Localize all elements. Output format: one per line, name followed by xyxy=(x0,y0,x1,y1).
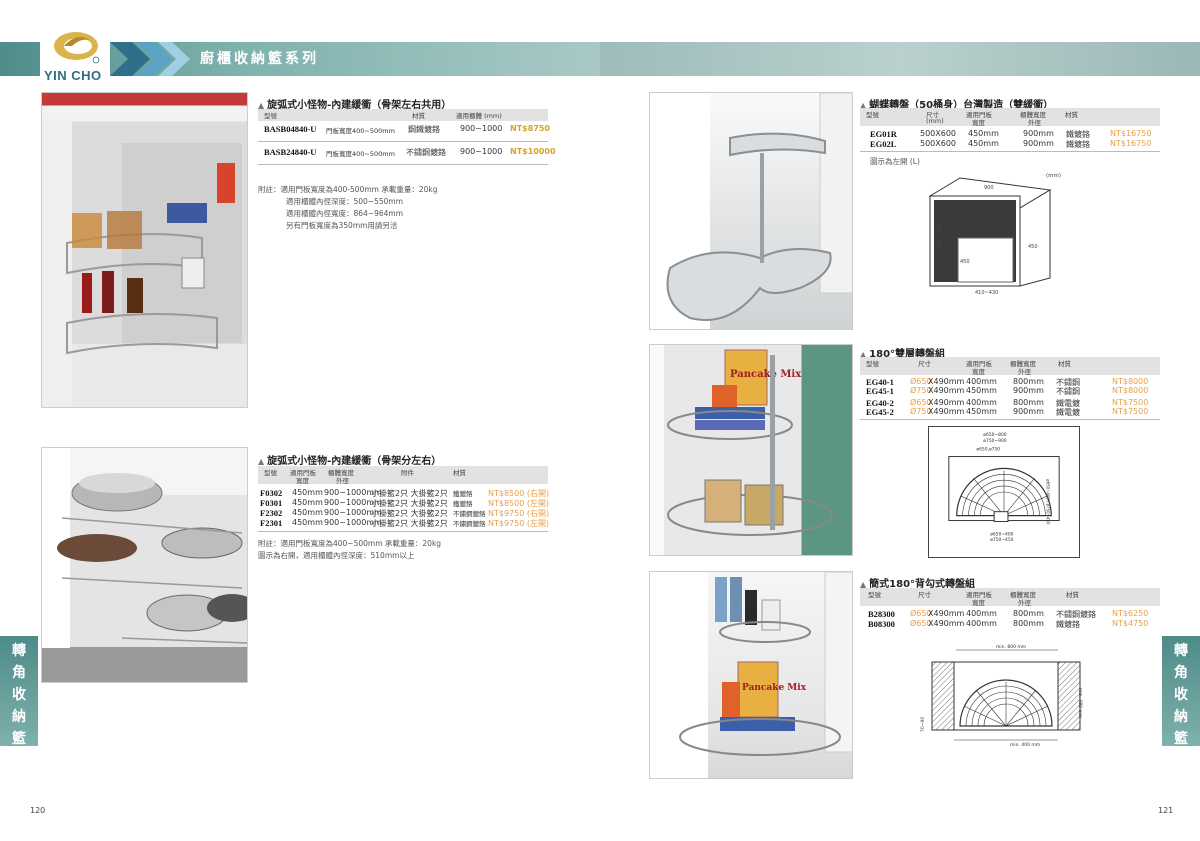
cabinet-diagram-sec3: (mm) 900 500 450 900~1000 450 410~430 xyxy=(928,173,1061,296)
svg-text:70~90: 70~90 xyxy=(920,717,926,732)
side-tab-left: 轉角收納籃 xyxy=(0,636,38,747)
svg-text:500: 500 xyxy=(988,219,998,225)
svg-text:ø750~450: ø750~450 xyxy=(990,537,1013,543)
svg-text:ø650,ø750: ø650,ø750 xyxy=(976,447,1000,453)
section-title-sec2: ▲旋弧式小怪物-內建緩衝（骨架分左右） xyxy=(258,456,442,467)
section-title-sec4: ▲180°雙層轉盤組 xyxy=(860,349,946,360)
page-number-right: 121 xyxy=(1158,806,1174,815)
brand-name: YIN CHO xyxy=(44,68,102,83)
svg-text:410~430: 410~430 xyxy=(975,290,998,296)
svg-text:(mm): (mm) xyxy=(1046,173,1061,179)
table-row: F0301 450mm 900~1000mm 小掛籃2只 大掛籃2只 鐵鍍鉻 N… xyxy=(260,498,550,508)
svg-text:900: 900 xyxy=(984,185,994,191)
page-number-left: 120 xyxy=(30,806,46,815)
table-header-sec2: 型號 適用門板 寬度 櫃體寬度 外徑 附件 材質 xyxy=(258,466,548,485)
note-sec3: 圖示為左開 (L) xyxy=(870,157,920,166)
rotary-tray-diagram-sec4: ø650~800 ø750~900 ø650,ø750 ø650~400 / ø… xyxy=(928,426,1080,558)
table-row: BASB24840-U 門板寬度400~500mm 不鏽鋼鍍鉻 900~1000… xyxy=(264,147,556,158)
svg-text:900~1000: 900~1000 xyxy=(937,223,943,249)
table-header-sec4: 型號 尺寸 適用門板 寬度 櫃體寬度 外徑 材質 xyxy=(860,357,1160,376)
chevron-decoration-icon xyxy=(110,42,190,76)
divider xyxy=(258,531,548,532)
section-title-sec1: ▲旋弧式小怪物-內建緩衝（骨架左右共用） xyxy=(258,100,452,111)
pancake-label: Pancake Mix xyxy=(730,369,802,380)
divider xyxy=(258,141,548,142)
hook-tray-diagram-sec5: min. 800 mm min. 480 mm 70~90 min. 400 m… xyxy=(920,644,1083,748)
table-header-sec3: 型號 尺寸 (mm) 適用門板 寬度 櫃體寬度 外徑 材質 xyxy=(860,108,1160,127)
table-row: F2301 450mm 900~1000mm 小掛籃2只 大掛籃2只 不鏽鋼鍍鉻… xyxy=(260,518,550,528)
table-header-sec5: 型號 尺寸 適用門板 寬度 櫃體寬度 外徑 材質 xyxy=(860,588,1160,607)
table-row: BASB04840-U 門板寬度400~500mm 鋼鐵鍍鉻 900~1000 … xyxy=(264,124,550,135)
product-photo-pots-basket xyxy=(41,447,248,683)
table-row: EG01R 500X600 450mm 900mm 鐵鍍鉻 NT$16750 xyxy=(870,129,1152,139)
table-row: F0302 450mm 900~1000mm 小掛籃2只 大掛籃2只 鐵鍍鉻 N… xyxy=(260,488,550,498)
section-title-sec3: ▲蝴蝶轉盤（50桶身）台灣製造（雙緩衝） xyxy=(860,100,1054,111)
svg-text:450: 450 xyxy=(960,259,970,265)
pancake-label: Pancake Mix xyxy=(742,683,807,693)
svg-text:min. 800 mm: min. 800 mm xyxy=(996,644,1026,650)
svg-text:min. 400 mm: min. 400 mm xyxy=(1010,742,1040,748)
svg-text:min. 480 mm: min. 480 mm xyxy=(1077,688,1083,718)
series-title: 廚櫃收納籃系列 xyxy=(200,51,319,67)
side-tab-right: 轉角收納籃 xyxy=(1162,636,1200,747)
table-row: EG02L 500X600 450mm 900mm 鐵鍍鉻 NT$16750 xyxy=(870,139,1152,149)
table-body-sec2: F0302 450mm 900~1000mm 小掛籃2只 大掛籃2只 鐵鍍鉻 N… xyxy=(258,488,558,528)
section-title-sec5: ▲簡式180°背勾式轉盤組 xyxy=(860,579,976,590)
svg-text:ø650~400 / ø750~450: ø650~400 / ø750~450 xyxy=(1045,479,1050,525)
svg-text:450: 450 xyxy=(1028,244,1038,250)
product-photo-180-two-tier: Pancake Mix xyxy=(649,344,853,556)
header-band-right xyxy=(600,42,1200,76)
product-photo-butterfly-tray xyxy=(649,92,853,330)
product-photo-basket-left xyxy=(41,92,248,408)
table-header-sec1: 型號 材質 適用櫃體 (mm) xyxy=(258,109,548,121)
table-row: F2302 450mm 900~1000mm 小掛籃2只 大掛籃2只 不鏽鋼鍍鉻… xyxy=(260,508,550,518)
divider xyxy=(258,164,548,165)
note-sec2: 附註：適用門板寬度為400~500mm 承載重量：20kg 圖示為右開，適用櫃體… xyxy=(258,539,442,560)
divider xyxy=(860,419,1160,420)
yin-cho-logo-icon xyxy=(54,32,100,64)
note-sec1: 附註：適用門板寬度為400-500mm 承載重量：20kg 適用櫃體內徑深度：5… xyxy=(258,185,438,230)
product-photo-hook-tray: Pancake Mix xyxy=(649,571,853,779)
svg-text:ø750~900: ø750~900 xyxy=(983,438,1006,444)
svg-text:ø650~800: ø650~800 xyxy=(983,432,1006,438)
divider xyxy=(860,151,1160,152)
svg-text:ø650~400: ø650~400 xyxy=(990,531,1013,537)
table-body-sec3: EG01R 500X600 450mm 900mm 鐵鍍鉻 NT$16750 E… xyxy=(860,129,1160,149)
